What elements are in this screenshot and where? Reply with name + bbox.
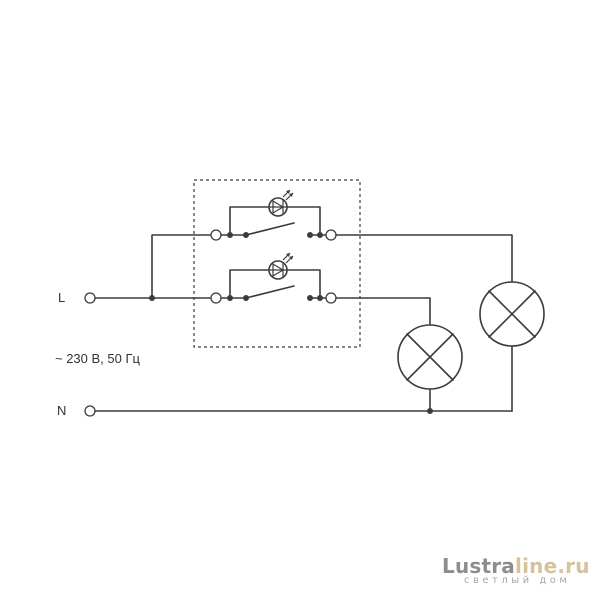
lamp2-feed-wire [335,297,431,327]
switch1-contact [245,222,295,236]
phase-branch-wire [151,234,211,299]
lamp-2-icon [397,324,463,390]
brand-tagline: светлый дом [464,575,571,586]
switch1-output-terminal [325,229,337,241]
switch2-input-terminal [210,292,222,304]
phase-terminal [84,292,96,304]
neutral-label: N [57,403,67,418]
phase-label: L [58,290,66,305]
brand-name-main: Lustra [442,554,516,578]
led-indicator-1-icon [268,189,294,217]
brand-name: Lustraline.ru [442,554,592,578]
neutral-junction [427,408,433,414]
switch2-contact [245,285,295,299]
lamp-1-icon [479,281,545,347]
switch1-input-terminal [210,229,222,241]
supply-voltage-label: ~ 230 В, 50 Гц [55,351,140,366]
brand-watermark: Lustraline.ru светлый дом [442,554,592,586]
neutral-terminal [84,405,96,417]
lamp1-feed-wire [335,234,513,283]
switch-channel-1 [210,189,337,241]
switch-channel-2 [210,252,337,304]
brand-name-accent: line.ru [515,554,590,578]
switch2-output-terminal [325,292,337,304]
switch-housing [193,179,361,348]
led-indicator-2-icon [268,252,294,280]
